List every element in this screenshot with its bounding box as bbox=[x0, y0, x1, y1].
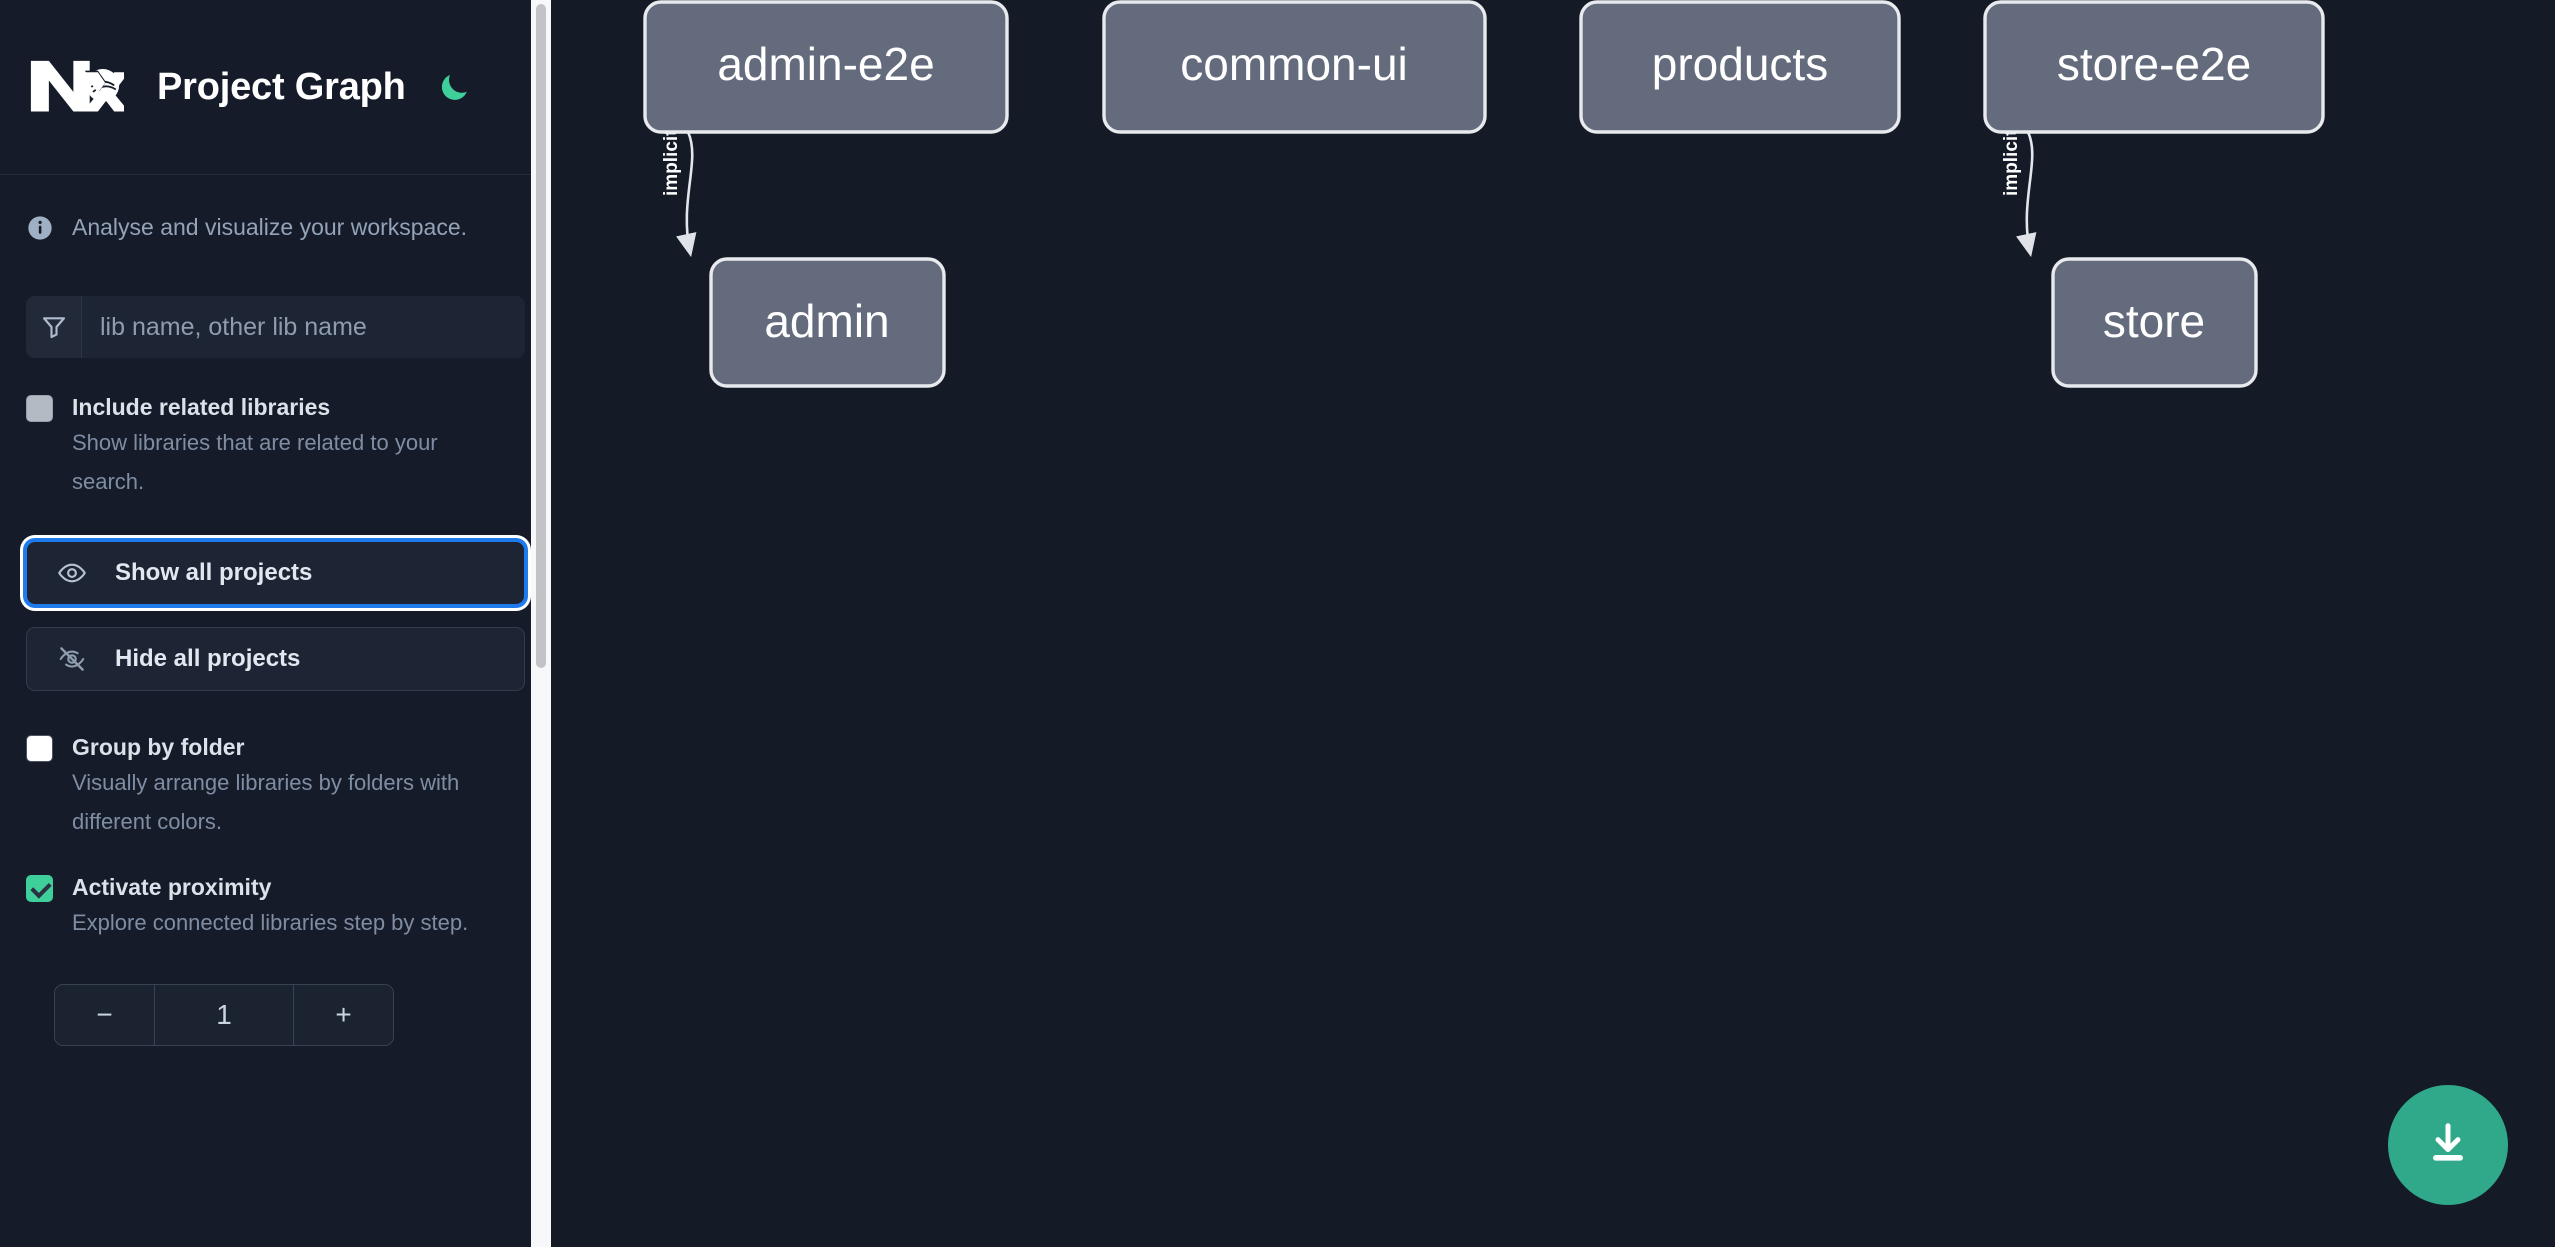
graph-node-label-admin-e2e: admin-e2e bbox=[717, 38, 934, 90]
group-by-folder-label: Group by folder bbox=[72, 734, 245, 760]
graph-node-store-e2e[interactable]: store-e2e bbox=[1983, 0, 2325, 134]
option-group-by-folder[interactable]: Group by folder Visually arrange librari… bbox=[26, 731, 525, 841]
option-activate-proximity[interactable]: Activate proximity Explore connected lib… bbox=[26, 871, 525, 942]
eye-off-icon bbox=[55, 644, 89, 674]
graph-node-label-admin: admin bbox=[764, 295, 889, 347]
proximity-increment-button[interactable]: + bbox=[293, 985, 393, 1045]
search-row bbox=[26, 296, 525, 358]
moon-icon[interactable] bbox=[434, 67, 474, 107]
graph-node-admin[interactable]: admin bbox=[709, 257, 946, 388]
show-all-projects-label: Show all projects bbox=[115, 559, 313, 586]
graph-edge-admin-e2e-to-admin[interactable]: implicit bbox=[661, 129, 697, 258]
activate-proximity-checkbox[interactable] bbox=[26, 875, 53, 902]
project-graph-svg: implicit implicit admin-e2e common-ui pr… bbox=[643, 0, 2325, 388]
group-by-folder-checkbox[interactable] bbox=[26, 735, 53, 762]
filter-icon[interactable] bbox=[26, 296, 82, 358]
graph-node-admin-e2e[interactable]: admin-e2e bbox=[643, 0, 1009, 134]
page-title: Project Graph bbox=[157, 65, 406, 108]
sidebar-header: Project Graph bbox=[0, 0, 551, 175]
graph-node-label-products: products bbox=[1652, 38, 1828, 90]
include-related-libraries-label: Include related libraries bbox=[72, 394, 331, 420]
proximity-decrement-button[interactable]: − bbox=[55, 985, 155, 1045]
graph-edge-store-e2e-to-store[interactable]: implicit bbox=[2001, 129, 2037, 258]
graph-node-store[interactable]: store bbox=[2051, 257, 2258, 388]
graph-node-common-ui[interactable]: common-ui bbox=[1102, 0, 1487, 134]
hide-all-projects-button[interactable]: Hide all projects bbox=[26, 627, 525, 691]
sidebar-scrollbar-track[interactable] bbox=[531, 0, 551, 1247]
download-graph-button[interactable] bbox=[2388, 1085, 2508, 1205]
hide-all-projects-wrap: Hide all projects bbox=[26, 627, 525, 691]
download-icon bbox=[2422, 1118, 2474, 1173]
show-all-projects-wrap: Show all projects bbox=[26, 541, 525, 605]
proximity-value: 1 bbox=[155, 985, 293, 1045]
show-all-projects-button[interactable]: Show all projects bbox=[26, 541, 525, 605]
search-input[interactable] bbox=[82, 296, 525, 358]
graph-node-label-common-ui: common-ui bbox=[1180, 38, 1408, 90]
proximity-stepper: − 1 + bbox=[54, 984, 394, 1046]
eye-icon bbox=[55, 558, 89, 588]
hide-all-projects-label: Hide all projects bbox=[115, 645, 301, 672]
edge-label-implicit-store: implicit bbox=[2001, 129, 2022, 196]
graph-node-label-store-e2e: store-e2e bbox=[2057, 38, 2251, 90]
activate-proximity-label: Activate proximity bbox=[72, 874, 272, 900]
graph-node-label-store: store bbox=[2103, 295, 2205, 347]
include-related-libraries-checkbox[interactable] bbox=[26, 395, 53, 422]
nx-logo-icon bbox=[26, 54, 129, 120]
activate-proximity-description: Explore connected libraries step by step… bbox=[72, 910, 469, 935]
graph-canvas[interactable]: implicit implicit admin-e2e common-ui pr… bbox=[551, 0, 2555, 1247]
tagline-text: Analyse and visualize your workspace. bbox=[72, 214, 468, 240]
tagline-row: Analyse and visualize your workspace. bbox=[0, 175, 551, 280]
option-include-related-libraries[interactable]: Include related libraries Show libraries… bbox=[26, 391, 525, 501]
include-related-libraries-description: Show libraries that are related to your … bbox=[72, 430, 438, 494]
graph-node-products[interactable]: products bbox=[1579, 0, 1901, 134]
edge-label-implicit-admin: implicit bbox=[661, 129, 682, 196]
info-icon bbox=[26, 214, 54, 242]
group-by-folder-description: Visually arrange libraries by folders wi… bbox=[72, 770, 460, 834]
sidebar-scrollbar-thumb[interactable] bbox=[536, 4, 546, 668]
sidebar-body: Include related libraries Show libraries… bbox=[0, 296, 551, 1046]
sidebar: Project Graph Analyse and visualize your… bbox=[0, 0, 551, 1247]
